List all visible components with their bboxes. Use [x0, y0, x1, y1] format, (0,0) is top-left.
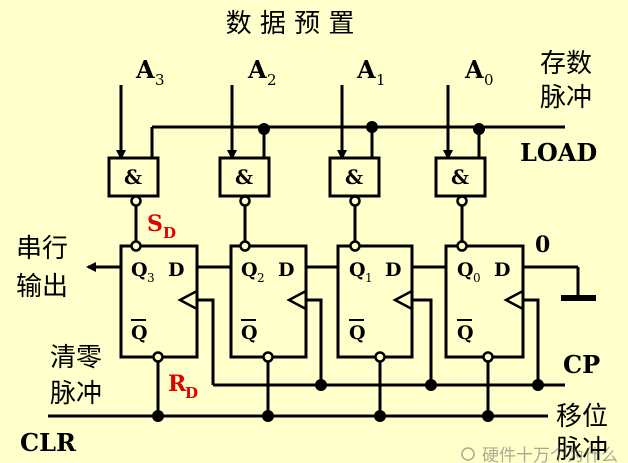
and-gate-0: &: [434, 156, 487, 198]
clear-pulse-label-line1: 清零: [50, 343, 102, 373]
svg-text:&: &: [124, 165, 142, 189]
clear-wires: [48, 362, 548, 418]
svg-text:D: D: [494, 259, 510, 281]
input-a2-label: A 2: [247, 55, 277, 89]
cp-branch-2: [306, 298, 323, 385]
svg-text:1: 1: [365, 271, 373, 285]
watermark: 硬件十万个为什么: [461, 446, 618, 463]
flipflop-2: Q 2 D Q: [229, 240, 308, 363]
set-direct-label: S D: [147, 211, 176, 242]
svg-text:A: A: [135, 55, 155, 84]
load-signal-label: LOAD: [520, 138, 597, 167]
svg-text:0: 0: [473, 271, 481, 285]
svg-text:A: A: [247, 55, 267, 84]
svg-text:Q: Q: [241, 259, 258, 281]
svg-text:3: 3: [147, 271, 155, 285]
junction-load-2: [258, 123, 270, 135]
junction-cp-2: [315, 379, 327, 391]
junction-clr-1: [374, 410, 386, 422]
load-pulse-label-line1: 存数: [540, 49, 592, 79]
reset-direct-label: R D: [168, 371, 198, 402]
svg-text:S: S: [147, 211, 163, 237]
gate-output-bubbles: [130, 195, 468, 207]
junction-clr-3: [152, 410, 164, 422]
junction-dots: [152, 121, 544, 422]
junction-load-1: [366, 121, 378, 133]
svg-text:Q: Q: [457, 322, 474, 344]
junction-cp-0: [532, 379, 544, 391]
diagram-title: 数 据 预 置: [226, 9, 355, 39]
zero-input-label: 0: [535, 232, 550, 258]
clr-signal-label: CLR: [20, 428, 77, 457]
serial-output-label-line2: 输出: [16, 272, 68, 302]
flipflop-3: Q 3 D Q: [119, 240, 199, 363]
svg-text:D: D: [163, 224, 176, 242]
flipflop-1: Q 1 D Q: [336, 240, 414, 363]
and-gate-3: &: [107, 156, 160, 198]
junction-clr-0: [482, 410, 494, 422]
svg-text:Q: Q: [241, 322, 258, 344]
svg-text:D: D: [168, 259, 184, 281]
svg-text:Q: Q: [349, 322, 366, 344]
junction-clr-2: [262, 410, 274, 422]
svg-text:Q: Q: [131, 259, 148, 281]
flipflop-0: Q 0 D Q: [444, 240, 525, 363]
and-gate-2: &: [218, 156, 271, 198]
svg-text:1: 1: [376, 71, 386, 89]
svg-text:D: D: [385, 259, 401, 281]
svg-text:0: 0: [484, 71, 494, 89]
clock-wires: [197, 298, 565, 387]
watermark-icon: [461, 447, 475, 461]
serial-output-label-line1: 串行: [16, 234, 68, 264]
svg-text:2: 2: [267, 71, 277, 89]
clear-pulse-label-line2: 脉冲: [50, 379, 102, 409]
svg-text:硬件十万个为什么: 硬件十万个为什么: [482, 446, 618, 463]
junction-load-0: [473, 123, 485, 135]
cp-branch-1: [412, 298, 433, 385]
cp-branch-3: [197, 298, 215, 385]
svg-text:A: A: [356, 55, 376, 84]
svg-text:D: D: [278, 259, 294, 281]
svg-text:&: &: [451, 165, 469, 189]
svg-text:Q: Q: [349, 259, 366, 281]
svg-text:3: 3: [155, 71, 165, 89]
cp-signal-label: CP: [563, 350, 600, 379]
svg-text:Q: Q: [457, 259, 474, 281]
input-a0-label: A 0: [464, 55, 494, 89]
svg-text:R: R: [168, 371, 187, 397]
input-a1-label: A 1: [356, 55, 386, 89]
input-a3-label: A 3: [135, 55, 165, 89]
svg-text:&: &: [345, 165, 363, 189]
svg-text:Q: Q: [131, 322, 148, 344]
junction-cp-1: [425, 379, 437, 391]
svg-text:2: 2: [257, 271, 265, 285]
svg-text:&: &: [235, 165, 253, 189]
shift-pulse-label-line2: 脉冲: [556, 435, 608, 463]
load-pulse-label-line2: 脉冲: [540, 83, 592, 113]
svg-text:D: D: [185, 384, 198, 402]
svg-text:A: A: [464, 55, 484, 84]
and-gate-1: &: [328, 156, 381, 198]
cp-branch-0: [523, 298, 540, 385]
shift-pulse-label-line1: 移位: [556, 402, 608, 432]
